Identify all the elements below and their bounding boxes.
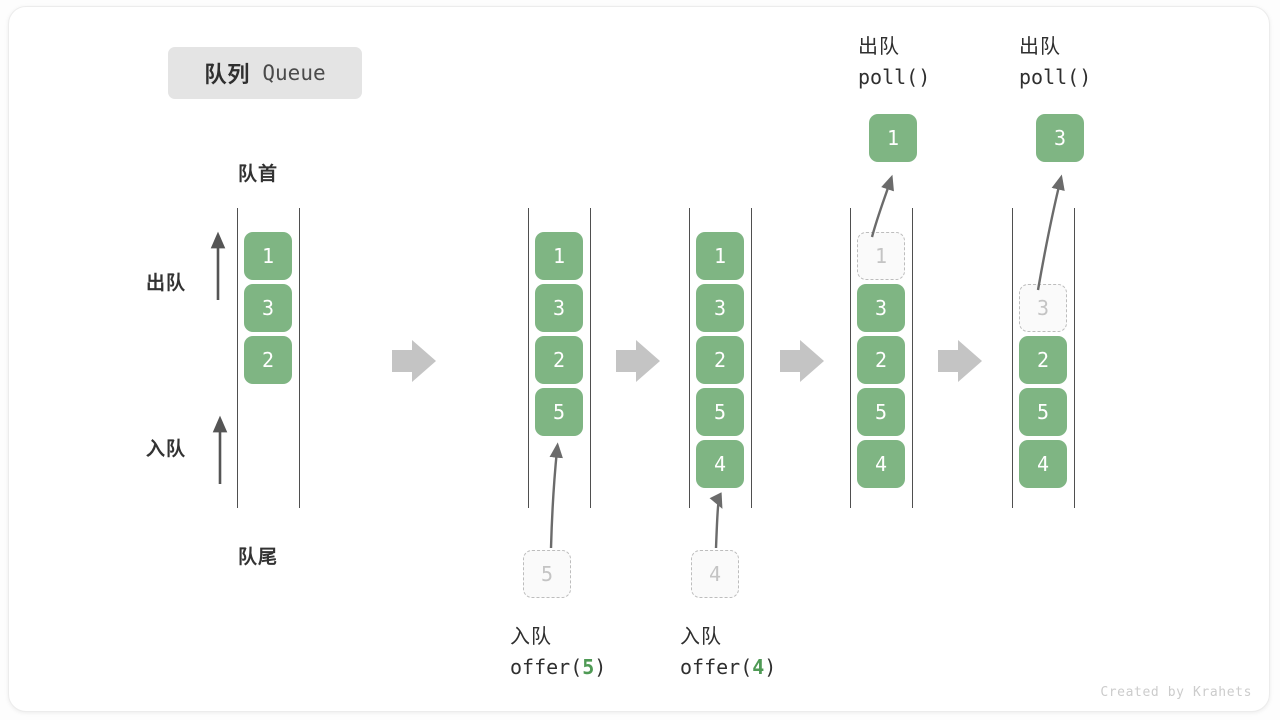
incoming-ghost-box: 5 bbox=[523, 550, 571, 598]
rail-left bbox=[528, 208, 529, 508]
operation-fn: offer( bbox=[510, 655, 583, 679]
rail-right bbox=[1074, 208, 1075, 508]
operation-caption-poll-2: 出队 poll() bbox=[1019, 30, 1091, 89]
rail-left bbox=[689, 208, 690, 508]
operation-label-cn: 入队 bbox=[510, 626, 552, 648]
rail-left bbox=[237, 208, 238, 508]
queue-slot: 4 bbox=[696, 440, 744, 488]
credit-text: Created by Krahets bbox=[1100, 685, 1252, 700]
queue-tail-label: 队尾 bbox=[238, 547, 279, 568]
operation-arg: 5 bbox=[582, 655, 595, 679]
queue-slot: 3 bbox=[244, 284, 292, 332]
queue-slot: 2 bbox=[535, 336, 583, 384]
operation-label-cn: 入队 bbox=[680, 626, 722, 648]
operation-code: poll() bbox=[858, 65, 931, 89]
title-en: Queue bbox=[262, 61, 326, 85]
queue-slot: 5 bbox=[1019, 388, 1067, 436]
queue-slot-ghost: 3 bbox=[1019, 284, 1067, 332]
operation-arg: 4 bbox=[752, 655, 765, 679]
queue-slot: 5 bbox=[696, 388, 744, 436]
operation-code: offer(4) bbox=[680, 655, 776, 679]
queue-slot: 2 bbox=[1019, 336, 1067, 384]
queue-slot: 3 bbox=[696, 284, 744, 332]
title-cn: 队列 bbox=[204, 62, 251, 87]
operation-caption-poll-1: 出队 poll() bbox=[858, 30, 930, 89]
operation-close: ) bbox=[764, 655, 777, 679]
queue-slot: 4 bbox=[857, 440, 905, 488]
rail-left bbox=[850, 208, 851, 508]
queue-slot: 2 bbox=[244, 336, 292, 384]
operation-close: ) bbox=[594, 655, 607, 679]
queue-slot: 1 bbox=[696, 232, 744, 280]
popped-element-box: 3 bbox=[1036, 114, 1084, 162]
popped-element-box: 1 bbox=[869, 114, 917, 162]
operation-code: offer(5) bbox=[510, 655, 606, 679]
queue-slot: 3 bbox=[535, 284, 583, 332]
rail-right bbox=[751, 208, 752, 508]
operation-code: poll() bbox=[1019, 65, 1092, 89]
queue-slot: 1 bbox=[244, 232, 292, 280]
diagram-card bbox=[8, 6, 1270, 712]
queue-slot: 2 bbox=[857, 336, 905, 384]
dequeue-direction-label: 出队 bbox=[146, 273, 187, 294]
enqueue-direction-label: 入队 bbox=[146, 439, 187, 460]
queue-slot: 5 bbox=[857, 388, 905, 436]
queue-slot: 2 bbox=[696, 336, 744, 384]
rail-right bbox=[590, 208, 591, 508]
operation-label-cn: 出队 bbox=[1019, 36, 1061, 58]
operation-label-cn: 出队 bbox=[858, 36, 900, 58]
operation-fn: offer( bbox=[680, 655, 753, 679]
queue-slot: 1 bbox=[535, 232, 583, 280]
queue-slot: 5 bbox=[535, 388, 583, 436]
operation-caption-offer-4: 入队 offer(4) bbox=[680, 620, 776, 679]
queue-head-label: 队首 bbox=[238, 164, 279, 185]
queue-slot: 3 bbox=[857, 284, 905, 332]
incoming-ghost-box: 4 bbox=[691, 550, 739, 598]
queue-slot: 4 bbox=[1019, 440, 1067, 488]
title-badge: 队列 Queue bbox=[168, 47, 362, 99]
rail-left bbox=[1012, 208, 1013, 508]
rail-right bbox=[299, 208, 300, 508]
rail-right bbox=[912, 208, 913, 508]
queue-slot-ghost: 1 bbox=[857, 232, 905, 280]
operation-caption-offer-5: 入队 offer(5) bbox=[510, 620, 606, 679]
